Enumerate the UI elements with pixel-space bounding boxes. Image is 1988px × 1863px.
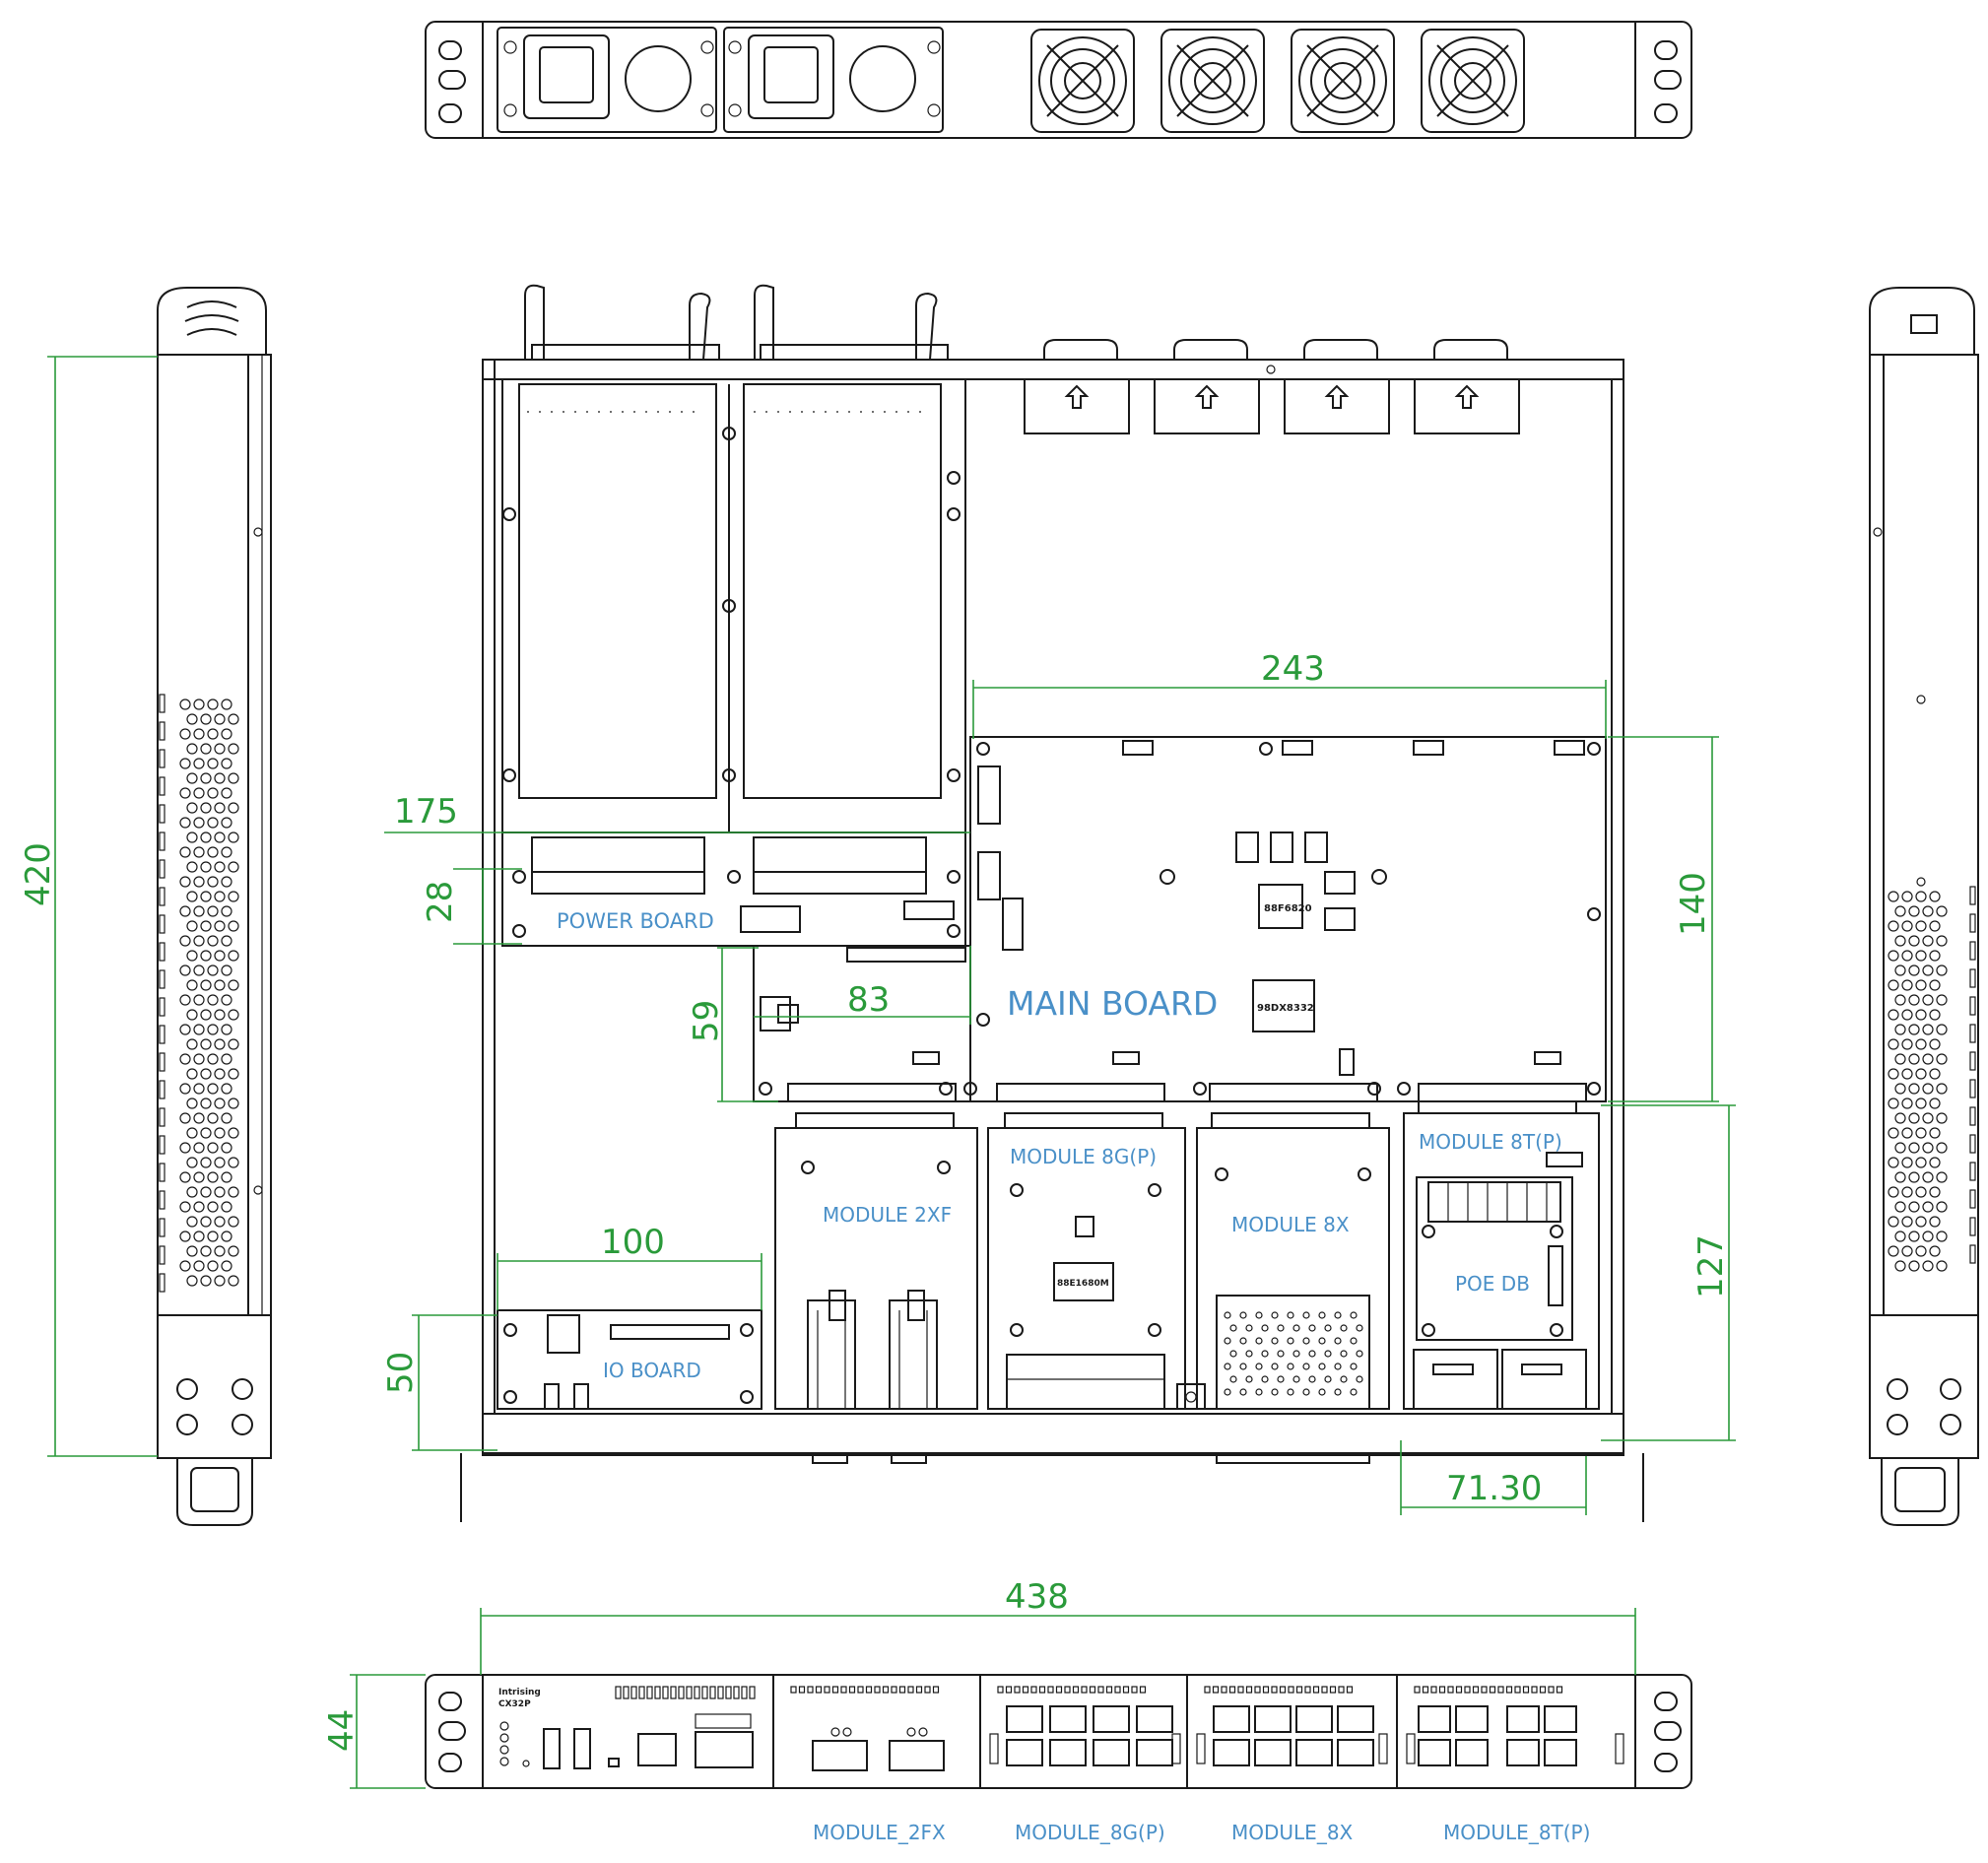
module-8x-port-dots	[1224, 1311, 1363, 1396]
front-module-8x-label: MODULE_8X	[1231, 1821, 1354, 1844]
dim-59: 59	[687, 1000, 726, 1042]
poe-db-label: POE DB	[1455, 1272, 1530, 1296]
io-board: IO BOARD	[497, 1309, 762, 1410]
power-board: POWER BOARD	[501, 832, 966, 947]
io-board-label: IO BOARD	[603, 1359, 701, 1382]
fan-block-3	[1284, 339, 1390, 434]
module-2xf-plan: MODULE 2XF	[774, 1112, 978, 1410]
dimension-lines: 420 243 175 28 140 83 59 100	[19, 356, 1736, 1789]
dim-243: 243	[1261, 649, 1325, 689]
dim-83: 83	[847, 980, 890, 1020]
module-8tp-plan: MODULE 8T(P) POE DB	[1403, 1100, 1600, 1410]
model-name: CX32P	[498, 1699, 531, 1709]
right-side-view	[1869, 287, 1979, 1526]
front-view: Intrising CX32P MODULE_2FX MODULE_8G(P) …	[425, 1674, 1692, 1844]
dim-50: 50	[381, 1352, 421, 1394]
fan-block-4	[1414, 339, 1520, 434]
dim-140: 140	[1674, 872, 1713, 936]
module-8gp-label: MODULE 8G(P)	[1010, 1145, 1157, 1168]
front-module-2fx-label: MODULE_2FX	[813, 1821, 946, 1844]
dim-175: 175	[394, 792, 458, 832]
dim-438: 438	[1005, 1577, 1069, 1617]
right-vent-pattern	[1888, 886, 1976, 1272]
dim-71-30: 71.30	[1446, 1469, 1542, 1508]
dim-127: 127	[1691, 1234, 1731, 1298]
power-board-label: POWER BOARD	[557, 909, 714, 933]
dim-100: 100	[601, 1223, 665, 1262]
rear-fan-2	[1160, 29, 1265, 133]
front-led-row	[615, 1686, 756, 1729]
dim-420: 420	[19, 842, 58, 906]
fan-block-2	[1154, 339, 1260, 434]
main-board: 88F6820 98DX8332 MAIN BOARD	[753, 736, 1607, 1102]
dim-28: 28	[421, 881, 460, 923]
module-8gp-plan: MODULE 8G(P) 88E1680M	[987, 1112, 1186, 1410]
chip-88f6820: 88F6820	[1264, 903, 1312, 914]
rear-fan-4	[1421, 29, 1525, 133]
front-module-8tp-label: MODULE_8T(P)	[1443, 1821, 1590, 1844]
rear-view	[425, 21, 1692, 139]
front-port-grid	[790, 1686, 1624, 1766]
chip-88e1680m: 88E1680M	[1057, 1279, 1109, 1289]
plan-view: POWER BOARD 88F6820	[460, 284, 1644, 1522]
module-2xf-label: MODULE 2XF	[823, 1203, 952, 1227]
left-side-view	[157, 287, 272, 1526]
front-module-8gp-label: MODULE_8G(P)	[1015, 1821, 1165, 1844]
fan-block-1	[1024, 339, 1130, 434]
module-8x-plan: MODULE 8X	[1176, 1112, 1390, 1410]
dim-44: 44	[322, 1709, 362, 1752]
chip-98dx8332: 98DX8332	[1257, 1003, 1314, 1014]
main-board-label: MAIN BOARD	[1007, 984, 1218, 1023]
rear-fan-3	[1291, 29, 1395, 133]
left-vent-pattern	[159, 694, 239, 1293]
brand-name: Intrising	[498, 1688, 541, 1697]
module-8tp-label: MODULE 8T(P)	[1419, 1130, 1562, 1154]
module-8x-label: MODULE 8X	[1231, 1213, 1350, 1236]
rear-fan-1	[1030, 29, 1135, 133]
